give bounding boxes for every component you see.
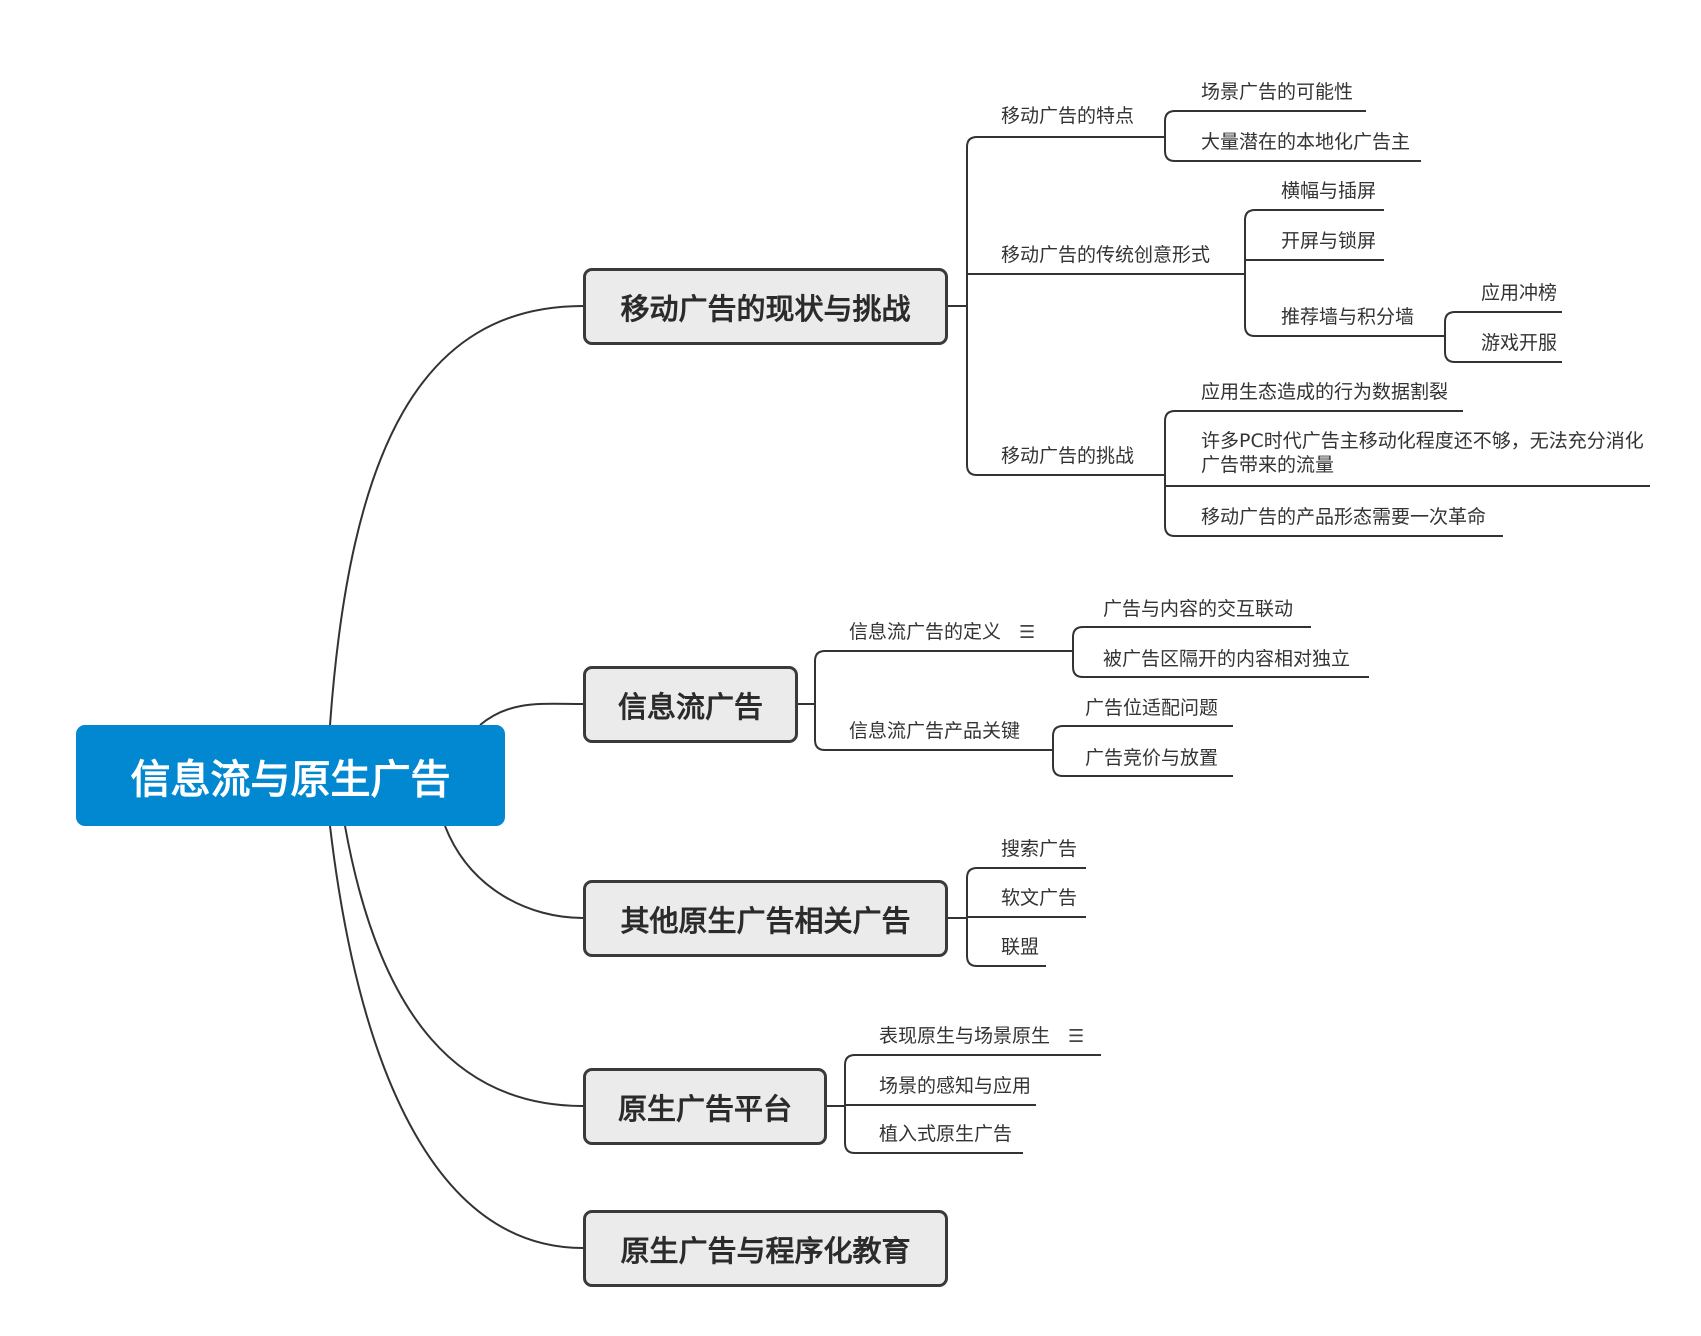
leaf-pc-advertisers[interactable]: 许多PC时代广告主移动化程度还不够，无法充分消化广告带来的流量: [1201, 430, 1644, 476]
leaf-search-ad[interactable]: 搜索广告: [1001, 838, 1078, 860]
leaf-advertorial[interactable]: 软文广告: [1001, 887, 1078, 909]
subtopic-challenges[interactable]: 移动广告的挑战: [1001, 445, 1135, 467]
leaf-app-ranking[interactable]: 应用冲榜: [1481, 282, 1558, 304]
bracket-challenges-child-2: [1164, 525, 1503, 537]
leaf-splash[interactable]: 开屏与锁屏: [1281, 230, 1377, 252]
bracket-features-child-0: [1164, 110, 1366, 122]
leaf-banner[interactable]: 横幅与插屏: [1281, 180, 1377, 202]
note-lines-icon[interactable]: ☰: [1068, 1026, 1085, 1047]
bracket-branch-3-child-0: [966, 867, 1086, 879]
bracket-branch-1-child-2: [966, 464, 1162, 476]
subtopic-label: 信息流广告的定义: [849, 621, 1002, 643]
bracket-forms-child-0: [1244, 209, 1384, 221]
branch-programmatic[interactable]: 原生广告与程序化教育: [583, 1210, 948, 1287]
link-root-branch-4: [344, 825, 584, 1107]
leaf-content-independent[interactable]: 被广告区隔开的内容相对独立: [1103, 648, 1351, 670]
subtopic-features[interactable]: 移动广告的特点: [1001, 105, 1135, 127]
leaf-slot-adaptation[interactable]: 广告位适配问题: [1085, 697, 1219, 719]
leaf-alliance[interactable]: 联盟: [1001, 936, 1040, 958]
leaf-scene-ad[interactable]: 场景广告的可能性: [1201, 81, 1354, 103]
subtopic-feed-definition[interactable]: 信息流广告的定义 ☰: [849, 620, 1035, 645]
note-lines-icon[interactable]: ☰: [1019, 622, 1036, 643]
bracket-offerwall-child-1: [1444, 351, 1562, 363]
root-topic[interactable]: 信息流与原生广告: [76, 725, 505, 826]
bracket-definition-child-0: [1072, 626, 1311, 638]
bracket-branch-2-child-1: [814, 739, 1053, 751]
link-root-branch-2: [479, 702, 584, 726]
subtopic-traditional-forms[interactable]: 移动广告的传统创意形式: [1001, 244, 1211, 266]
leaf-offerwall[interactable]: 推荐墙与积分墙: [1281, 306, 1415, 328]
bracket-branch-3-child-2: [966, 955, 1046, 967]
branch-feed-ad[interactable]: 信息流广告: [583, 666, 798, 743]
subtopic-feed-key[interactable]: 信息流广告产品关键: [849, 720, 1021, 742]
bracket-forms-child-2: [1244, 325, 1445, 337]
bracket-definition-child-1: [1072, 666, 1369, 678]
leaf-bidding-placement[interactable]: 广告竞价与放置: [1085, 747, 1219, 769]
bracket-key-child-0: [1052, 725, 1233, 737]
bracket-branch-1-child-0: [966, 136, 1162, 148]
branch-mobile-ad[interactable]: 移动广告的现状与挑战: [583, 268, 948, 345]
bracket-branch-4-child-0: [844, 1054, 1101, 1066]
branch-other-native[interactable]: 其他原生广告相关广告: [583, 880, 948, 957]
bracket-features-child-1: [1164, 150, 1421, 162]
leaf-ad-content-interaction[interactable]: 广告与内容的交互联动: [1103, 598, 1294, 620]
leaf-scene-perception[interactable]: 场景的感知与应用: [879, 1075, 1032, 1097]
link-root-branch-1: [329, 305, 584, 726]
leaf-data-fragmentation[interactable]: 应用生态造成的行为数据割裂: [1201, 381, 1449, 403]
bracket-offerwall-child-0: [1444, 311, 1562, 323]
link-root-branch-3: [444, 825, 584, 919]
branch-native-platform[interactable]: 原生广告平台: [583, 1068, 827, 1145]
bracket-challenges-child-0: [1164, 410, 1463, 422]
leaf-product-revolution[interactable]: 移动广告的产品形态需要一次革命: [1201, 506, 1487, 528]
leaf-performance-native[interactable]: 表现原生与场景原生 ☰: [879, 1024, 1084, 1049]
bracket-branch-4-child-2: [844, 1142, 1023, 1154]
leaf-local-advertisers[interactable]: 大量潜在的本地化广告主: [1201, 131, 1411, 153]
link-root-branch-5: [329, 825, 584, 1249]
bracket-key-child-1: [1052, 765, 1233, 777]
bracket-branch-2-child-0: [814, 650, 1073, 662]
leaf-label: 表现原生与场景原生: [879, 1025, 1051, 1047]
leaf-embedded-native[interactable]: 植入式原生广告: [879, 1123, 1013, 1145]
leaf-game-launch[interactable]: 游戏开服: [1481, 332, 1558, 354]
